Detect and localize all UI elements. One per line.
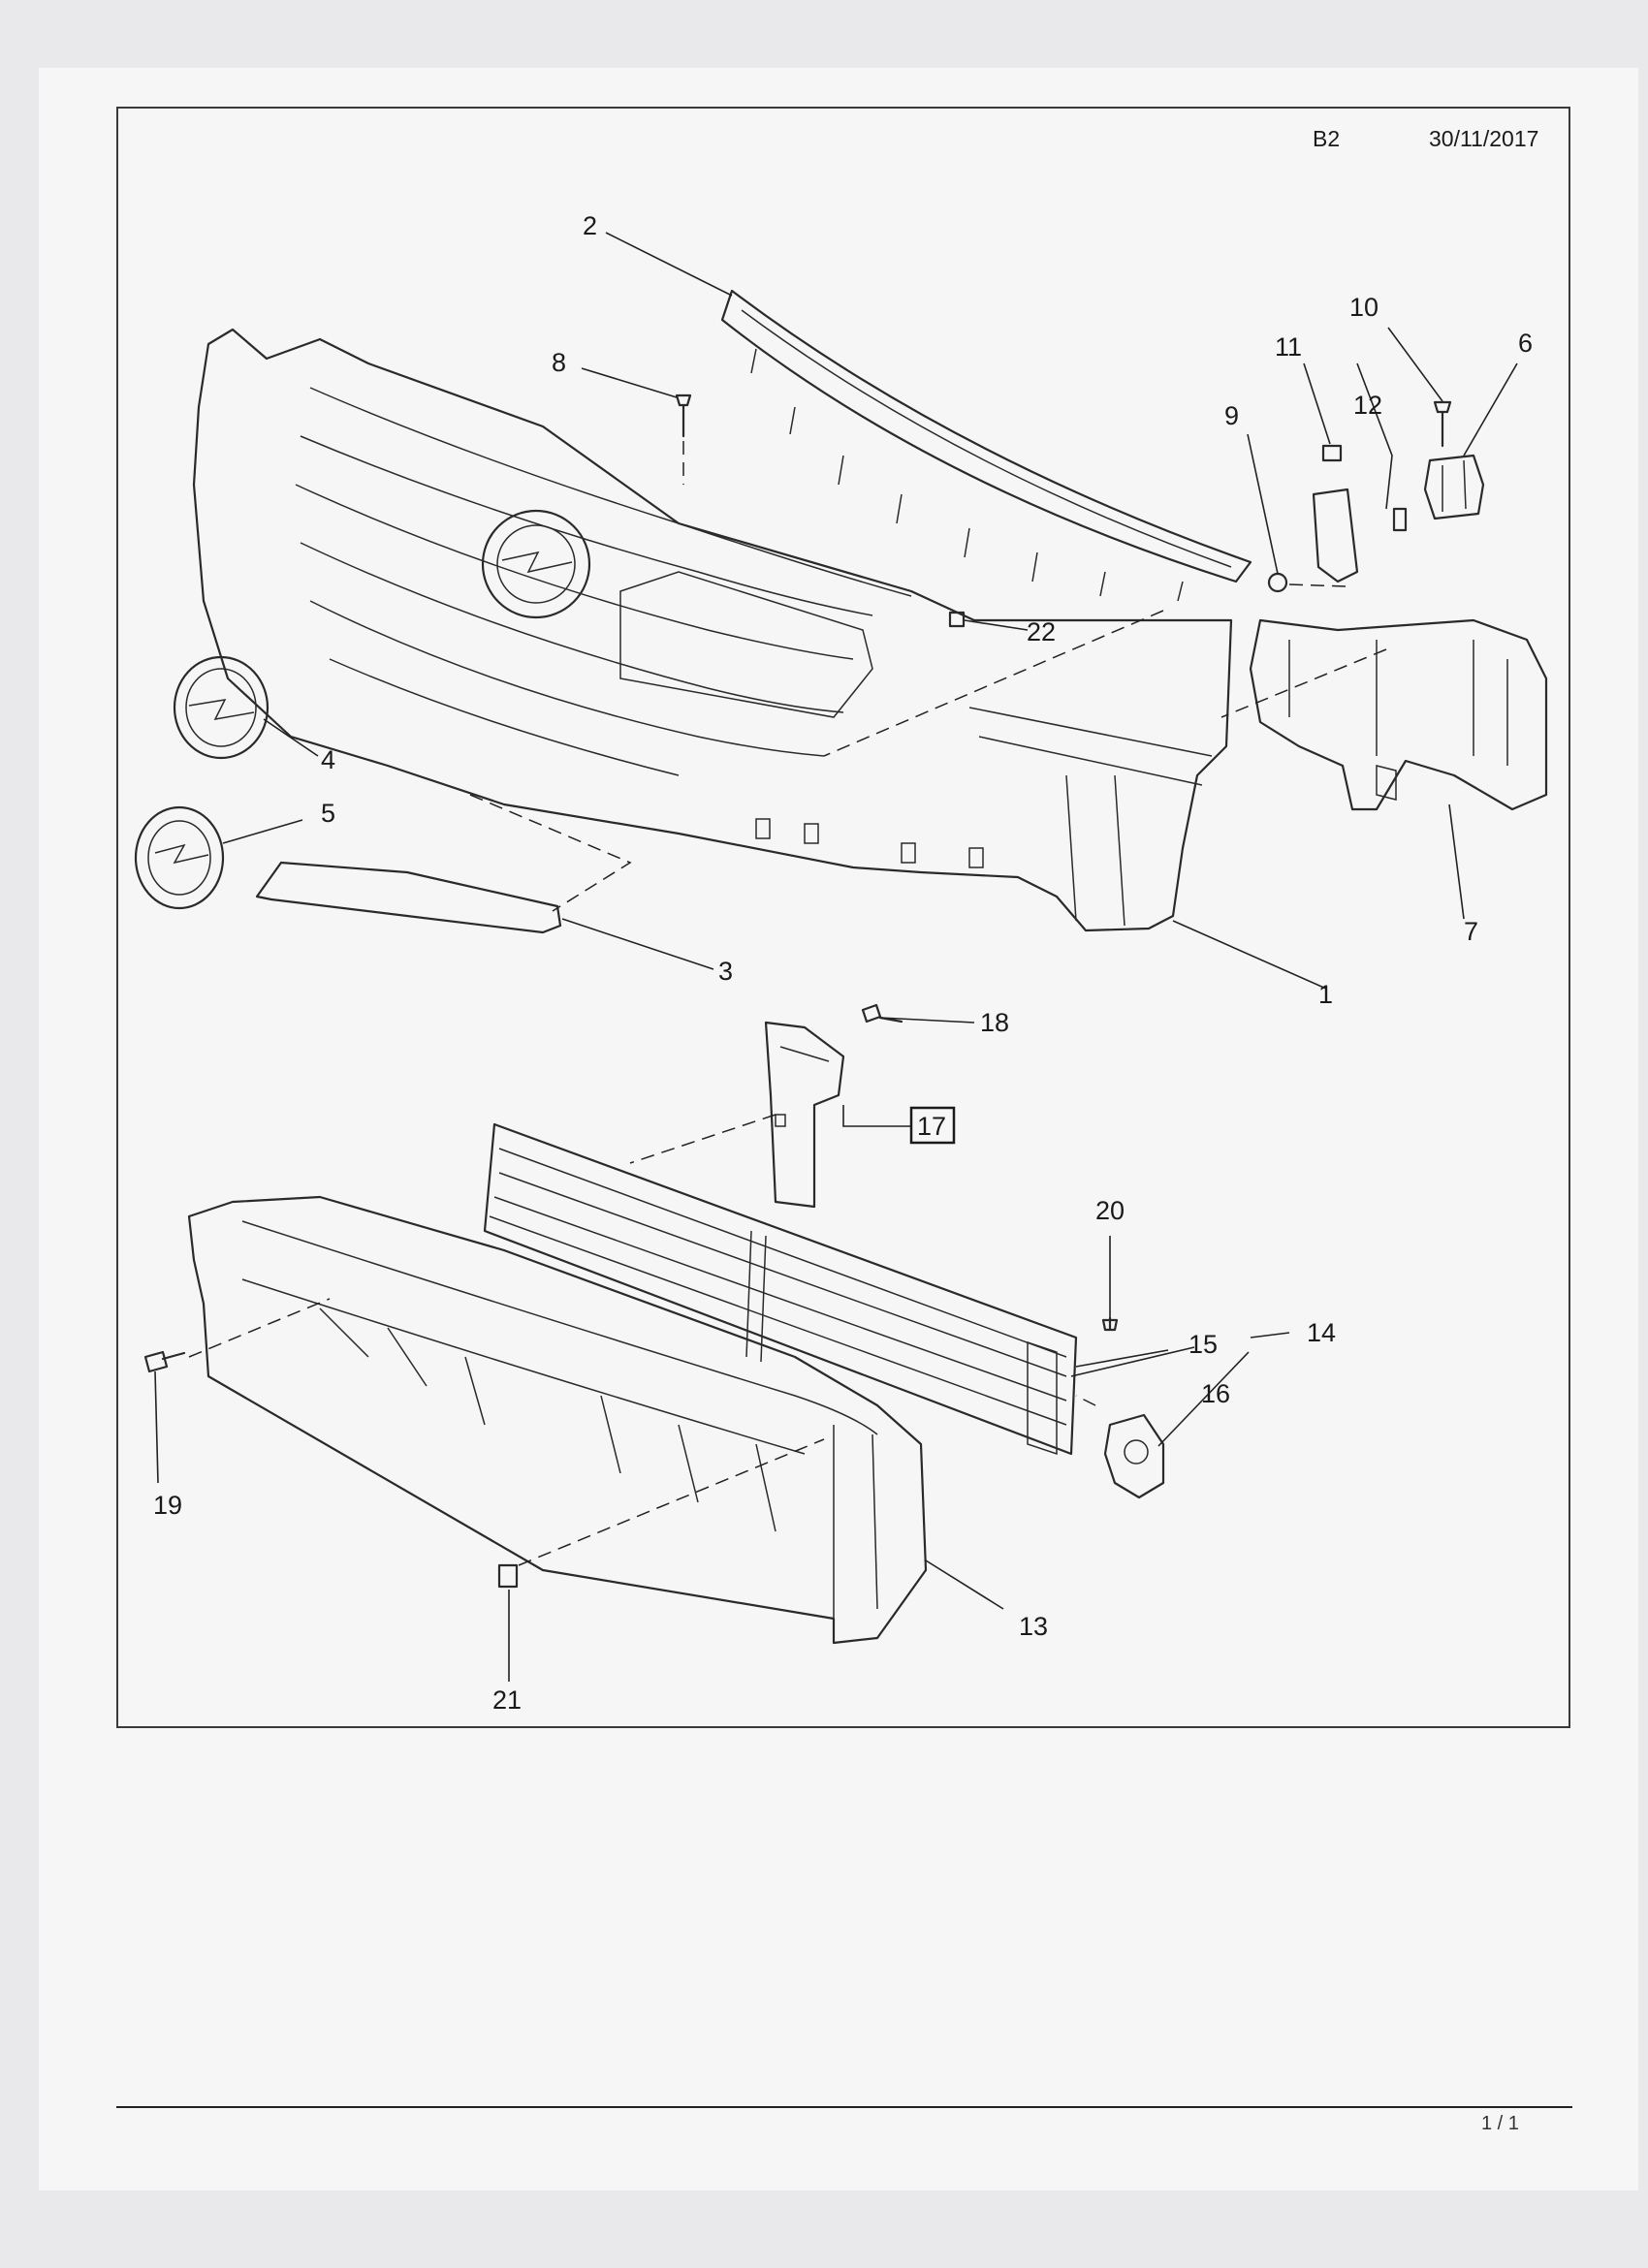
part-1-grille-assembly <box>192 328 1233 932</box>
callout-4: 4 <box>321 745 335 774</box>
leader-lines <box>154 232 1518 1682</box>
part-20-screw <box>1101 1316 1119 1332</box>
callout-1: 1 <box>1318 980 1333 1009</box>
part-2-upper-trim <box>720 289 1252 602</box>
callout-13: 13 <box>1019 1612 1048 1641</box>
callout-17: 17 <box>917 1112 946 1141</box>
callout-labels: 2 8 9 11 12 10 6 22 4 5 3 1 7 18 17 20 1… <box>153 211 1533 1715</box>
part-6-clip <box>1423 454 1485 520</box>
part-4-emblem <box>173 655 269 760</box>
callout-9: 9 <box>1224 401 1239 430</box>
callout-5: 5 <box>321 799 335 828</box>
part-5-emblem <box>134 805 225 910</box>
alignment-lines <box>188 441 1387 1566</box>
callout-8: 8 <box>552 348 566 377</box>
callout-10: 10 <box>1349 293 1379 322</box>
callout-22: 22 <box>1027 617 1056 646</box>
page-number: 1 / 1 <box>1481 2113 1519 2134</box>
sheet-code: B2 <box>1313 126 1341 151</box>
fasteners-upper <box>675 394 1452 628</box>
callout-11: 11 <box>1275 332 1302 362</box>
callout-18: 18 <box>980 1008 1009 1037</box>
part-14-shutter-frame <box>483 1122 1078 1456</box>
callout-14: 14 <box>1307 1318 1336 1347</box>
sheet-date: 30/11/2017 <box>1429 126 1539 151</box>
diagram-frame <box>116 107 1570 1728</box>
part-7-side-bracket <box>1249 618 1548 811</box>
part-21-clip <box>497 1563 519 1589</box>
footer-rule <box>116 2106 1572 2108</box>
callout-2: 2 <box>583 211 597 240</box>
part-17-support <box>764 1021 845 1209</box>
part-13-air-duct <box>187 1195 928 1645</box>
part-11-12-bracket <box>1312 444 1408 583</box>
paper-sheet <box>39 68 1638 2190</box>
callout-3: 3 <box>718 957 733 986</box>
part-19-screw <box>143 1350 186 1373</box>
callout-17-box <box>909 1106 956 1145</box>
callout-19: 19 <box>153 1491 182 1520</box>
callout-7: 7 <box>1464 917 1478 946</box>
callout-20: 20 <box>1095 1196 1125 1225</box>
callout-6: 6 <box>1518 329 1533 358</box>
part-16-actuator <box>1103 1413 1165 1499</box>
callout-15: 15 <box>1188 1330 1218 1359</box>
callout-16: 16 <box>1201 1379 1230 1408</box>
callout-21: 21 <box>492 1685 522 1715</box>
callout-12: 12 <box>1353 391 1382 420</box>
part-3-lower-strip <box>255 861 562 934</box>
